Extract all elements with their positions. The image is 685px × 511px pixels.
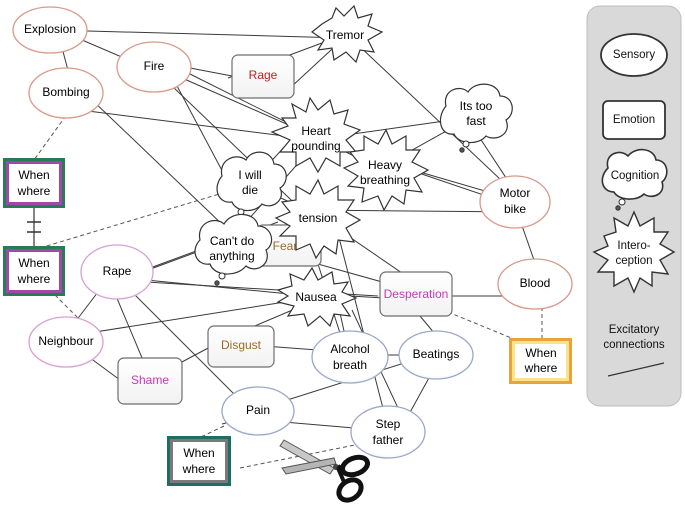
- node-label: Disgust: [221, 338, 262, 352]
- node-label: tension: [299, 211, 338, 225]
- node-label: Rage: [249, 68, 278, 82]
- node-label: Heart: [301, 124, 331, 138]
- when-where-box-right: When where: [509, 338, 572, 384]
- node-rage: Rage: [231, 54, 295, 99]
- node-label: Neighbour: [38, 334, 93, 348]
- inhibitory-link-icon: [27, 208, 41, 246]
- node-label: Its too: [460, 99, 493, 113]
- node-label: Desperation: [384, 287, 449, 301]
- node-label: breath: [333, 358, 367, 372]
- node-label: Blood: [520, 276, 551, 290]
- legend-sensory: Sensory: [600, 33, 668, 77]
- node-its-too-fast: Its too fast: [439, 83, 513, 153]
- node-label: where: [524, 361, 558, 375]
- scissors-icon: [279, 439, 371, 503]
- node-label: Fear: [273, 239, 298, 253]
- legend: Sensory Emotion Cognition Intero- ceptio…: [586, 5, 682, 407]
- node-alcohol-breath: Alcohol breath: [311, 330, 389, 384]
- node-label: Explosion: [24, 22, 76, 36]
- node-label: When: [18, 256, 49, 270]
- node-heavy-breathing: Heavy breathing: [342, 128, 430, 212]
- node-i-will-die: I will die: [216, 151, 287, 221]
- node-label: Pain: [246, 403, 270, 417]
- node-label: I will: [238, 168, 261, 182]
- node-label: Fire: [144, 59, 165, 73]
- legend-cognition: Cognition: [601, 148, 668, 211]
- legend-emotion: Emotion: [602, 100, 666, 140]
- node-label: Nausea: [295, 290, 337, 304]
- node-label: die: [242, 183, 258, 197]
- node-rape: Rape: [80, 244, 154, 300]
- node-label: Bombing: [42, 85, 89, 99]
- node-label: Shame: [131, 373, 169, 387]
- legend-label: ception: [615, 255, 652, 267]
- node-label: pounding: [291, 139, 340, 153]
- node-label: Rape: [103, 264, 132, 278]
- node-tremor: Tremor: [310, 4, 384, 64]
- node-label: When: [525, 346, 556, 360]
- node-label: where: [17, 184, 51, 198]
- when-where-box-bottom: When where: [167, 436, 231, 486]
- node-step-father: Step father: [350, 405, 426, 459]
- node-label: Beatings: [413, 347, 460, 361]
- legend-label: Sensory: [613, 49, 655, 61]
- node-pain: Pain: [221, 386, 295, 436]
- node-label: where: [17, 272, 51, 286]
- node-desperation: Desperation: [379, 271, 453, 317]
- node-label: anything: [209, 249, 254, 263]
- node-label: where: [182, 462, 216, 476]
- node-bombing: Bombing: [28, 67, 104, 119]
- node-tension: tension: [274, 178, 362, 260]
- legend-interoception: Intero- ception: [592, 210, 676, 294]
- node-label: bike: [504, 202, 526, 216]
- node-shame: Shame: [117, 357, 183, 405]
- node-fire: Fire: [116, 41, 192, 93]
- when-where-box-upper-left: When where: [3, 158, 65, 208]
- legend-excitatory: Excitatory connections: [603, 324, 665, 377]
- legend-label: Emotion: [613, 114, 655, 126]
- node-motor-bike: Motor bike: [479, 175, 551, 229]
- node-cant-do-anything: Can't do anything: [194, 213, 273, 286]
- node-label: Step: [376, 417, 401, 431]
- node-label: Heavy: [368, 158, 402, 172]
- node-label: breathing: [360, 173, 410, 187]
- node-label: Alcohol: [330, 342, 369, 356]
- legend-label: Excitatory: [609, 324, 660, 336]
- node-neighbour: Neighbour: [28, 316, 104, 368]
- node-nausea: Nausea: [276, 266, 358, 328]
- node-label: Tremor: [326, 28, 364, 42]
- node-beatings: Beatings: [398, 330, 474, 380]
- node-explosion: Explosion: [12, 6, 88, 54]
- legend-label: connections: [603, 339, 665, 351]
- node-heart-pounding: Heart pounding: [270, 96, 362, 174]
- node-blood: Blood: [497, 258, 573, 310]
- legend-label: Cognition: [611, 170, 660, 182]
- node-label: Motor: [500, 186, 531, 200]
- legend-label: Intero-: [617, 240, 650, 252]
- node-label: When: [183, 446, 214, 460]
- node-label: Can't do: [210, 234, 255, 248]
- node-label: father: [373, 433, 404, 447]
- node-disgust: Disgust: [207, 325, 275, 368]
- node-label: fast: [466, 114, 486, 128]
- node-label: When: [18, 168, 49, 182]
- when-where-box-lower-left: When where: [3, 246, 65, 296]
